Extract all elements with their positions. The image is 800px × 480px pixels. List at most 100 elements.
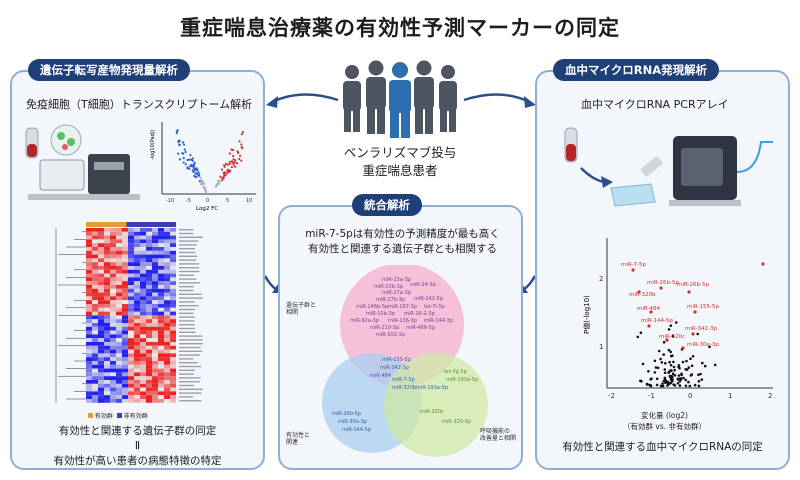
mirna-volcano-point <box>655 377 659 381</box>
heatmap-cell <box>110 357 116 361</box>
heatmap-cell <box>134 262 140 266</box>
heatmap-row-label <box>179 301 195 303</box>
heatmap-cell <box>116 399 122 403</box>
heatmap-cell <box>152 247 158 251</box>
heatmap-cell <box>86 342 92 346</box>
heatmap-cell <box>122 254 128 259</box>
heatmap-cell <box>152 262 158 266</box>
heatmap-cell <box>164 376 170 380</box>
mirna-volcano-point <box>669 324 673 327</box>
heatmap-cell <box>140 387 146 392</box>
heatmap-cell <box>104 262 110 266</box>
heatmap-cell <box>86 319 92 323</box>
heatmap-cell <box>152 383 158 388</box>
heatmap-cell <box>128 243 134 247</box>
heatmap-cell <box>86 231 92 236</box>
heatmap-cell <box>164 239 170 244</box>
heatmap-legend: 有効群 非有効群 <box>88 411 148 420</box>
heatmap-row-label <box>179 320 195 322</box>
heatmap-cell <box>158 372 164 377</box>
mirna-volcano-point <box>669 363 673 367</box>
heatmap-cell <box>140 239 146 244</box>
heatmap-cell <box>116 292 122 297</box>
volcano-point <box>199 176 202 179</box>
heatmap-row-label <box>179 388 203 390</box>
heatmap-cell <box>104 231 110 236</box>
heatmap-cell <box>98 319 104 323</box>
heatmap-cell <box>116 258 122 263</box>
heatmap-cell <box>116 361 122 365</box>
heatmap-cell <box>98 266 104 270</box>
heatmap-cell <box>98 258 104 263</box>
heatmap-cell <box>128 228 134 232</box>
mirna-volcano-point <box>664 379 668 383</box>
heatmap-cell <box>146 273 152 278</box>
heatmap-cell <box>92 372 98 377</box>
heatmap-cell <box>158 315 164 320</box>
heatmap-cell <box>134 330 140 335</box>
heatmap-cell <box>104 345 110 350</box>
heatmap-cell <box>164 304 170 308</box>
volcano-point <box>227 168 230 171</box>
heatmap-cell <box>110 300 116 304</box>
heatmap-row-label <box>179 369 195 371</box>
heatmap-cell <box>158 254 164 259</box>
volcano-point <box>216 179 220 182</box>
blood-mirna-panel: 血中マイクロRNA発現解析 血中マイクロRNA PCRアレイ P値(-log10… <box>535 59 790 470</box>
heatmap-cell <box>110 334 116 339</box>
heatmap-cell <box>152 307 158 312</box>
heatmap-cell <box>98 345 104 350</box>
volcano-ylabel: -log10(Padj) <box>150 130 156 160</box>
heatmap-cell <box>146 281 152 285</box>
heatmap-cell <box>158 307 164 312</box>
heatmap-cell <box>116 262 122 266</box>
volcano-point <box>183 148 186 151</box>
heatmap-cell <box>152 345 158 350</box>
heatmap-cell <box>122 342 128 346</box>
mirna-volcano-comparison: （有効群 vs. 非有効群） <box>623 422 706 431</box>
heatmap-cell <box>86 376 92 380</box>
heatmap-cell <box>152 395 158 399</box>
heatmap-cell <box>116 277 122 282</box>
heatmap-cell <box>152 315 158 320</box>
heatmap-cell <box>134 338 140 342</box>
heatmap-cell <box>128 323 134 327</box>
heatmap-cell <box>170 319 176 323</box>
heatmap-cell <box>152 266 158 270</box>
heatmap-cell <box>170 307 176 312</box>
heatmap-cell <box>98 288 104 293</box>
volcano-point <box>228 152 231 155</box>
heatmap-cell <box>92 342 98 346</box>
heatmap-cell <box>170 330 176 335</box>
heatmap-cell <box>158 228 164 232</box>
heatmap-cell <box>122 319 128 323</box>
heatmap-cell <box>128 315 134 320</box>
heatmap-cell <box>98 250 104 255</box>
heatmap-cell <box>134 231 140 236</box>
heatmap-cell <box>110 353 116 358</box>
heatmap-cell <box>140 296 146 301</box>
heatmap-cell <box>128 292 134 297</box>
volcano-point <box>232 155 235 158</box>
heatmap-cell <box>104 353 110 358</box>
mirna-volcano-point <box>653 359 657 363</box>
volcano-point <box>222 177 225 180</box>
mirna-volcano-point <box>653 371 657 374</box>
mirna-volcano-point <box>693 383 697 387</box>
heatmap-cell <box>128 269 134 274</box>
venn-mirna: miR-136-3p <box>388 318 417 324</box>
mirna-volcano-point <box>685 368 689 371</box>
heatmap-cell <box>146 395 152 399</box>
heatmap-cell <box>104 296 110 301</box>
volcano-point <box>189 154 192 157</box>
heatmap-cell <box>104 376 110 380</box>
integrated-finding: miR-7-5pは有効性の予測精度が最も高く 有効性と関連する遺伝子群とも相関す… <box>288 227 517 257</box>
heatmap-cell <box>128 364 134 369</box>
conclusion-line2: 有効性が高い患者の病態特徴の特定 <box>53 455 222 467</box>
heatmap-row-label <box>179 308 195 311</box>
heatmap-cell <box>152 391 158 396</box>
mirna-volcano-ylabel: P値(-log10) <box>582 295 591 334</box>
heatmap-cell <box>170 383 176 388</box>
heatmap-cell <box>104 326 110 331</box>
mirna-volcano-label: miR-144-5p <box>641 318 673 324</box>
